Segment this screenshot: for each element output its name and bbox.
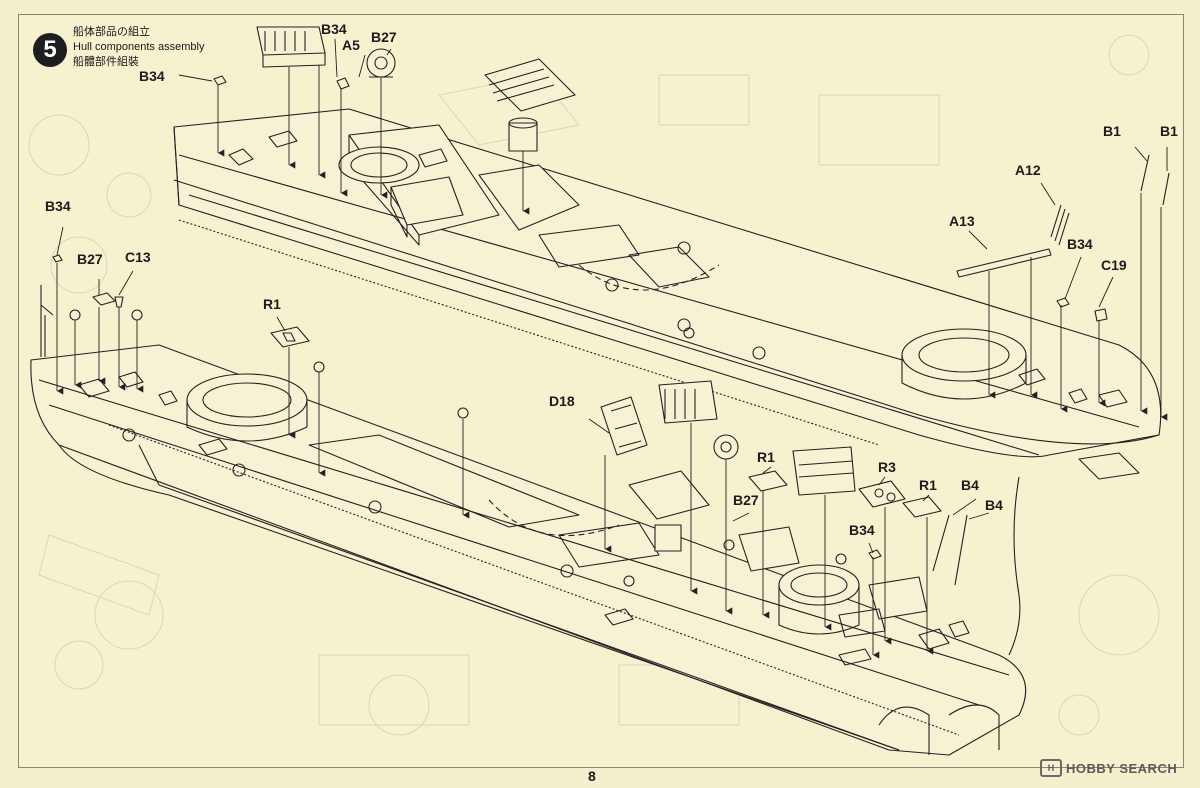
part-label-b1-a: B1 (1103, 123, 1121, 139)
watermark: H HOBBY SEARCH (1040, 759, 1177, 777)
part-label-b34-left-top: B34 (139, 68, 165, 84)
part-label-b1-b: B1 (1160, 123, 1178, 139)
hobby-search-logo-icon: H (1040, 759, 1062, 777)
part-label-b27-left: B27 (77, 251, 103, 267)
part-label-d18: D18 (549, 393, 575, 409)
instruction-sheet: 5 船体部品の組立 Hull components assembly 船體部件組… (18, 14, 1184, 768)
step-number-badge: 5 (33, 33, 67, 67)
step-title: 船体部品の組立 Hull components assembly 船體部件組裝 (73, 25, 204, 70)
part-label-b4-b: B4 (985, 497, 1003, 513)
part-label-b27-mid: B27 (733, 492, 759, 508)
part-label-b34-top: B34 (321, 21, 347, 37)
part-label-b34-mid: B34 (849, 522, 875, 538)
page-number: 8 (588, 768, 596, 784)
assembly-lines (56, 38, 1168, 659)
part-label-b27-top: B27 (371, 29, 397, 45)
step-title-english: Hull components assembly (73, 41, 205, 53)
part-label-b34-left: B34 (45, 198, 71, 214)
part-label-a5: A5 (342, 37, 360, 53)
part-label-r1-left: R1 (263, 296, 281, 312)
part-label-r1-right: R1 (919, 477, 937, 493)
part-label-r3: R3 (878, 459, 896, 475)
upper-hull (173, 58, 1162, 480)
part-label-c19: C19 (1101, 257, 1127, 273)
part-label-b4-a: B4 (961, 477, 979, 493)
part-label-c13: C13 (125, 249, 151, 265)
lower-hull (30, 285, 1027, 756)
watermark-brand: HOBBY SEARCH (1066, 760, 1178, 776)
part-label-a12: A12 (1015, 162, 1041, 178)
part-label-b34-right: B34 (1067, 236, 1093, 252)
hull-assembly-drawing (30, 26, 1170, 756)
step-title-chinese: 船體部件組裝 (73, 56, 139, 68)
loose-parts (52, 26, 1170, 656)
step-title-japanese: 船体部品の組立 (73, 26, 150, 38)
part-label-r1-mid: R1 (757, 449, 775, 465)
part-label-a13: A13 (949, 213, 975, 229)
